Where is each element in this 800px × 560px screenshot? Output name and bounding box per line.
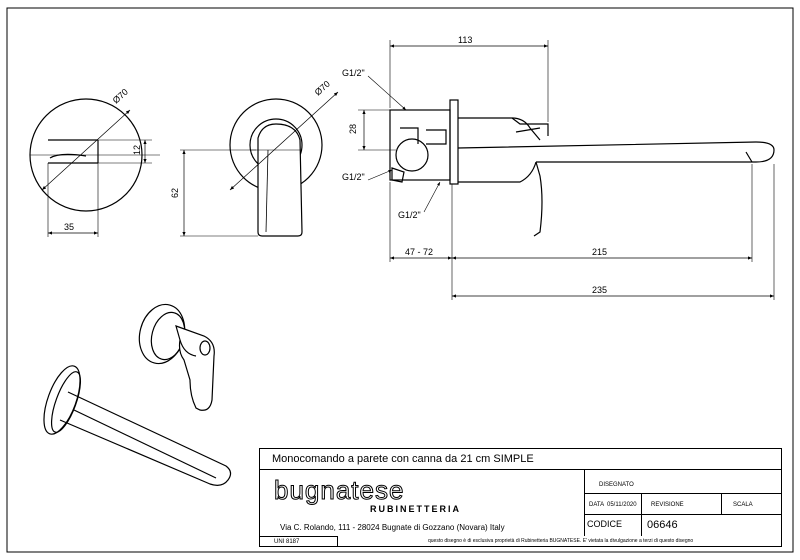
dim-47-72-label: 47 - 72 — [405, 247, 433, 257]
ownership-notice: questo disegno è di esclusiva proprietà … — [428, 538, 694, 544]
dim-215-label: 215 — [592, 247, 607, 257]
company-address: Via C. Rolando, 111 - 28024 Bugnate di G… — [280, 523, 505, 532]
dim-62-label: 62 — [170, 188, 180, 198]
dim-12-label: 12 — [132, 145, 142, 155]
section-view-spout — [389, 99, 775, 237]
dim-28-label: 28 — [348, 124, 358, 134]
side-view-handle — [229, 98, 323, 237]
uni-standard: UNI 8187 — [260, 536, 338, 547]
logo-subtitle: RUBINETTERIA — [370, 504, 461, 514]
g-half-top-label: G1/2" — [342, 68, 365, 78]
disegnato-label: DISEGNATO — [599, 482, 634, 488]
dim-113-label: 113 — [458, 35, 472, 45]
revisione-label: REVISIONE — [651, 502, 684, 508]
logo-wordmark: bugnatese — [273, 475, 405, 505]
g-half-mid-label: G1/2" — [342, 172, 365, 182]
codice-label: CODICE — [587, 519, 623, 529]
sheet-border — [6, 7, 794, 553]
dim-35-label: 35 — [64, 222, 74, 232]
drawing-title: Monocomando a parete con canna da 21 cm … — [260, 449, 781, 470]
g-half-bot-label: G1/2" — [398, 210, 421, 220]
dim-235-label: 235 — [592, 285, 607, 295]
isometric-view — [43, 303, 232, 486]
company-logo: bugnatese RUBINETTERIA — [273, 475, 574, 517]
title-grid: DISEGNATO DATA 05/11/2020 REVISIONE SCAL… — [584, 470, 781, 536]
title-block: Monocomando a parete con canna da 21 cm … — [259, 448, 782, 547]
phi70-left-label: Ø70 — [111, 87, 130, 106]
scala-label: SCALA — [733, 502, 753, 508]
phi70-mid-label: Ø70 — [313, 79, 332, 98]
data-label: DATA — [589, 502, 605, 508]
codice-value: 06646 — [647, 519, 678, 531]
data-value: 05/11/2020 — [607, 502, 637, 508]
